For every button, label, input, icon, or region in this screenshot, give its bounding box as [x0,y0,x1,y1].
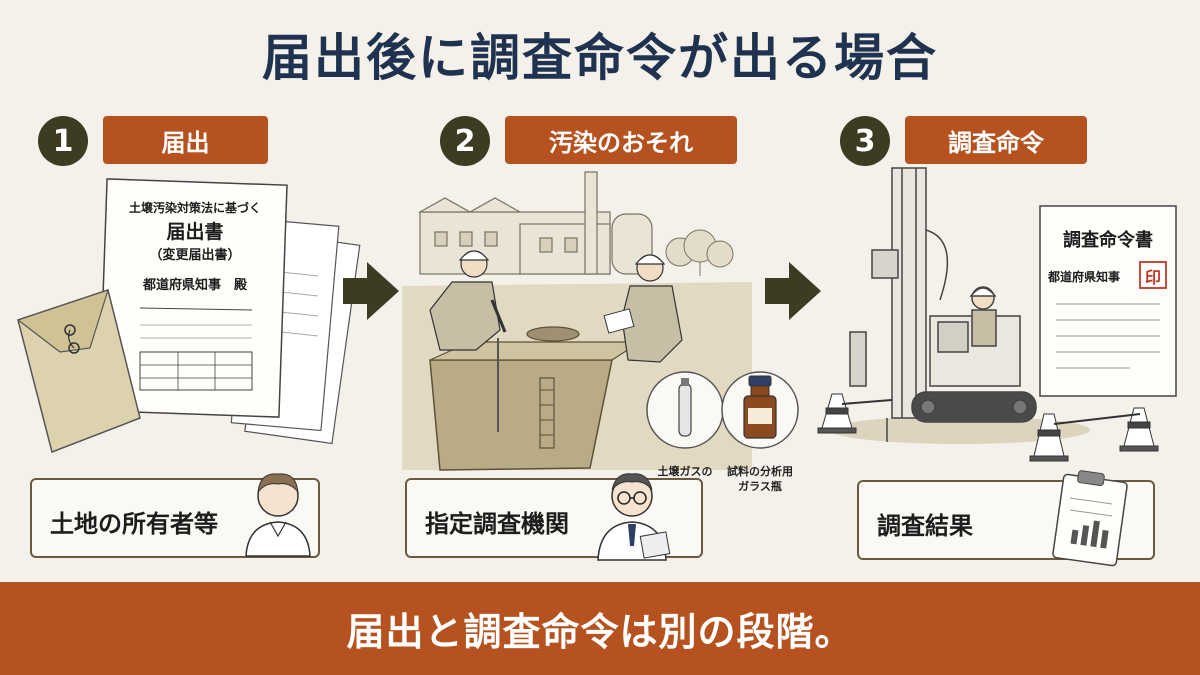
tool-2-label: 試料の分析用 ガラス瓶 [712,464,808,494]
landowner-avatar-icon [245,473,311,557]
worker-kneeling-icon [429,250,507,351]
form-title: 届出書 [166,221,224,243]
step-3-number: 3 [840,116,890,166]
tool-2-label-line1: 試料の分析用 [727,465,793,478]
tool-1-label-line1: 土壌ガスの [657,465,713,478]
arrow-right-icon [765,262,821,320]
notification-form-icon [98,178,288,418]
step-3-actor-label: 調査結果 [877,512,973,540]
order-document-title: 調査命令書 [1063,230,1153,251]
page-title: 届出後に調査命令が出る場合 [262,29,938,87]
step-2-actor-label: 指定調査機関 [425,510,569,538]
step-1-label: 届出 [103,116,268,164]
form-law-line: 土壌汚染対策法に基づく [128,201,261,215]
factory-icon [417,171,653,275]
excavation-pit-icon [429,326,643,471]
form-subtitle: （変更届出書） [149,248,241,263]
surveyor-avatar-icon [597,473,671,561]
form-addressee: 都道府県知事 殿 [142,278,247,293]
step-2-label: 汚染のおそれ [505,116,737,164]
worker-clipboard-icon [603,254,683,363]
traffic-cone-icon [1119,407,1159,452]
drilling-rig-icon [849,167,1037,442]
arrow-right-icon [343,262,399,320]
tree-icon [665,229,734,276]
step-1-actor-label: 土地の所有者等 [50,510,218,538]
order-document-addressee: 都道府県知事 [1048,270,1121,284]
step-2-number: 2 [440,116,490,166]
step-3-label: 調査命令 [905,116,1087,164]
tool-2-label-line2: ガラス瓶 [738,480,782,493]
step-1-number: 1 [38,116,88,166]
report-clipboard-icon [1052,470,1128,567]
envelope-icon [16,289,141,454]
glass-bottle-icon [721,371,799,449]
footer-text: 届出と調査命令は別の段階。 [346,610,854,654]
investigation-order-document-icon [1039,205,1177,397]
footer-banner: 届出と調査命令は別の段階。 [0,582,1200,675]
traffic-cone-icon [817,393,857,434]
seal-stamp: 印 [1144,268,1161,287]
